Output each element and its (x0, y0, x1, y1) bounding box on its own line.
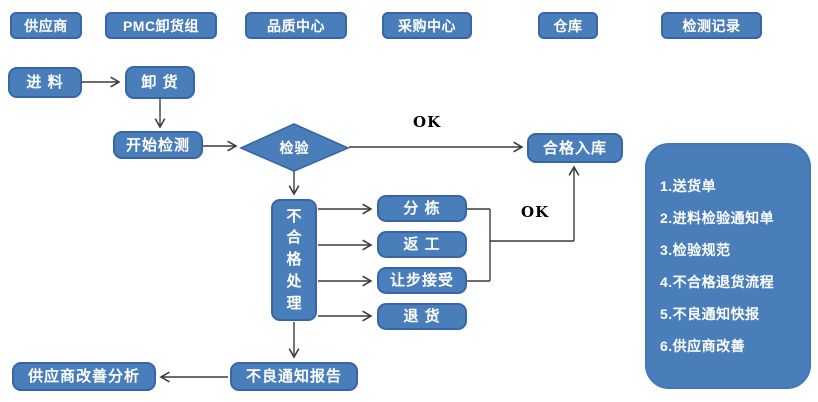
node-sorting: 分 栋 (377, 195, 467, 222)
document-item-delivery-note: 1.送货单 (660, 178, 717, 194)
node-qualified-warehousing: 合格入库 (527, 133, 623, 163)
ok-label-top: OK (413, 113, 442, 131)
lane-header-quality-center: 品质中心 (245, 12, 347, 39)
node-inspection-decision-label: 检验 (279, 140, 310, 156)
node-supplier-improvement-analysis: 供应商改善分析 (12, 362, 156, 391)
node-nonconforming-handling: 不 合 格 处 理 (271, 199, 317, 321)
node-defect-notice-report: 不良通知报告 (230, 362, 358, 391)
inspect-diamond-shape (239, 123, 351, 172)
lane-header-warehouse: 仓库 (538, 12, 598, 39)
node-unloading: 卸 货 (125, 66, 195, 99)
lane-header-supplier: 供应商 (10, 12, 82, 39)
document-item-defect-notice-bulletin: 5.不良通知快报 (660, 306, 760, 322)
lane-header-inspection-record: 检测记录 (661, 12, 762, 39)
document-item-nonconforming-return-process: 4.不合格退货流程 (660, 274, 775, 290)
document-list-panel: 1.送货单 2.进料检验通知单 3.检验规范 4.不合格退货流程 5.不良通知快… (645, 143, 811, 389)
node-incoming-material: 进 料 (8, 67, 82, 98)
document-item-inspection-standard: 3.检验规范 (660, 242, 731, 258)
node-return-goods: 退 货 (377, 303, 467, 330)
node-start-inspection: 开始检测 (113, 131, 203, 159)
node-concession-acceptance: 让步接受 (377, 267, 467, 294)
lane-header-purchasing-center: 采购中心 (382, 12, 472, 39)
node-rework: 返 工 (377, 231, 467, 258)
lane-header-pmc-unloading: PMC卸货组 (105, 12, 217, 39)
ok-label-mid: OK (521, 203, 550, 221)
document-item-incoming-inspection-notice: 2.进料检验通知单 (660, 210, 775, 226)
document-item-supplier-improvement: 6.供应商改善 (660, 338, 746, 354)
